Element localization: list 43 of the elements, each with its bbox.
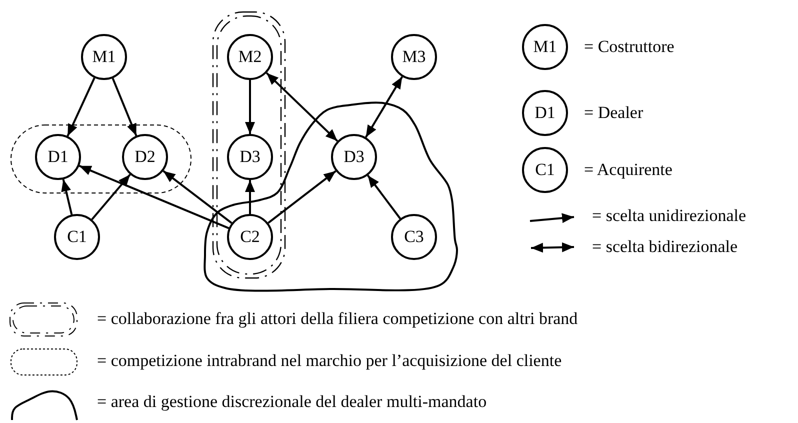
arrow: [91, 174, 131, 220]
legend-text: = competizione intrabrand nel marchio per l’acquisizione del cliente: [97, 351, 562, 371]
node-circle: [227, 214, 273, 260]
node-label: M2: [237, 47, 263, 67]
node-label: D2: [134, 147, 156, 167]
node-circle: [331, 134, 377, 180]
arrow: [66, 77, 96, 137]
legend-text: = scelta unidirezionale: [592, 206, 746, 226]
node-label: C1: [66, 227, 88, 247]
node-label: D3: [238, 147, 262, 167]
node-circle: [54, 214, 100, 260]
legend-text: = scelta bidirezionale: [592, 237, 738, 257]
legend-text: = area di gestione discrezionale del dealer multi-mandato: [97, 392, 487, 412]
legend-text: = Dealer: [584, 103, 644, 123]
node-label: D1: [534, 103, 556, 123]
arrow: [268, 170, 336, 224]
node-circle: [227, 34, 273, 80]
node-circle: [391, 214, 437, 260]
node-label: C3: [403, 227, 425, 247]
node-label: M1: [532, 37, 558, 57]
arrow: [61, 179, 73, 215]
arrow: [245, 180, 255, 214]
node-label: C2: [239, 227, 261, 247]
arrow: [266, 72, 338, 142]
node-label: D1: [46, 147, 70, 167]
arrow: [364, 76, 404, 138]
node-circle: [122, 134, 168, 180]
node-circle: [81, 34, 127, 80]
arrow: [162, 170, 232, 224]
legend-text: = collaborazione fra gli attori della filiera competizione con altri brand: [97, 309, 578, 329]
node-label: M3: [401, 47, 427, 67]
legend-text: = Costruttore: [584, 37, 674, 57]
node-label: M1: [91, 47, 117, 67]
node-circle: [227, 134, 273, 180]
node-label: D3: [342, 147, 366, 167]
node-circle: [391, 34, 437, 80]
node-label: C1: [534, 160, 556, 180]
arrow: [78, 164, 230, 230]
arrow: [245, 80, 255, 134]
legend-text: = Acquirente: [584, 160, 672, 180]
arrow: [112, 78, 138, 136]
arrow: [367, 174, 401, 220]
node-circle: [35, 134, 81, 180]
